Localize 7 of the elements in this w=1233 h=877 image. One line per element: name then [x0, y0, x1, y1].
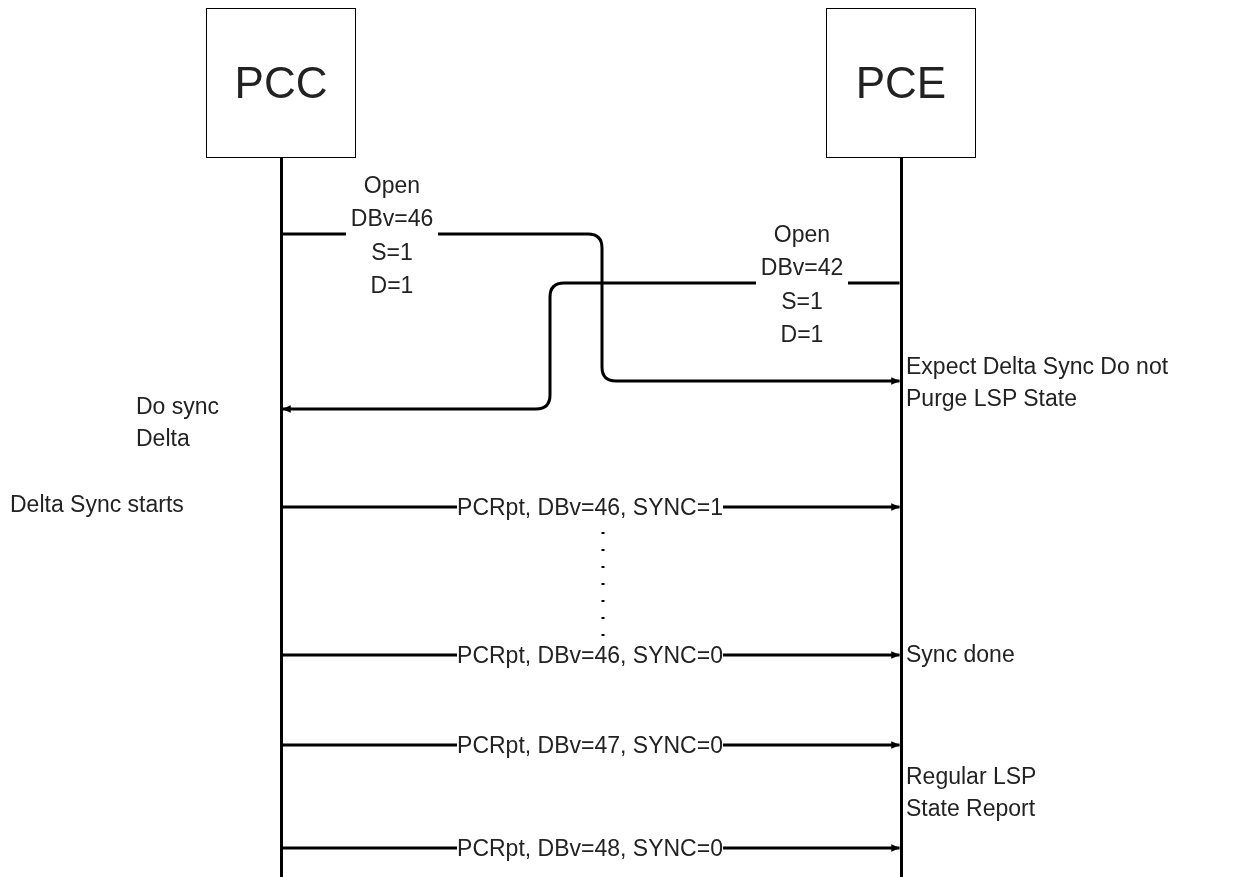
participant-name: PCC — [234, 58, 328, 108]
participant-name: PCE — [855, 58, 947, 108]
note-text: Do sync Delta — [136, 392, 221, 454]
note-text: Sync done — [906, 640, 1016, 669]
note-text: Regular LSP State Report — [906, 762, 1037, 824]
note-text: Delta Sync starts — [10, 490, 185, 519]
note-text: Expect Delta Sync Do not Purge LSP State — [906, 352, 1170, 414]
